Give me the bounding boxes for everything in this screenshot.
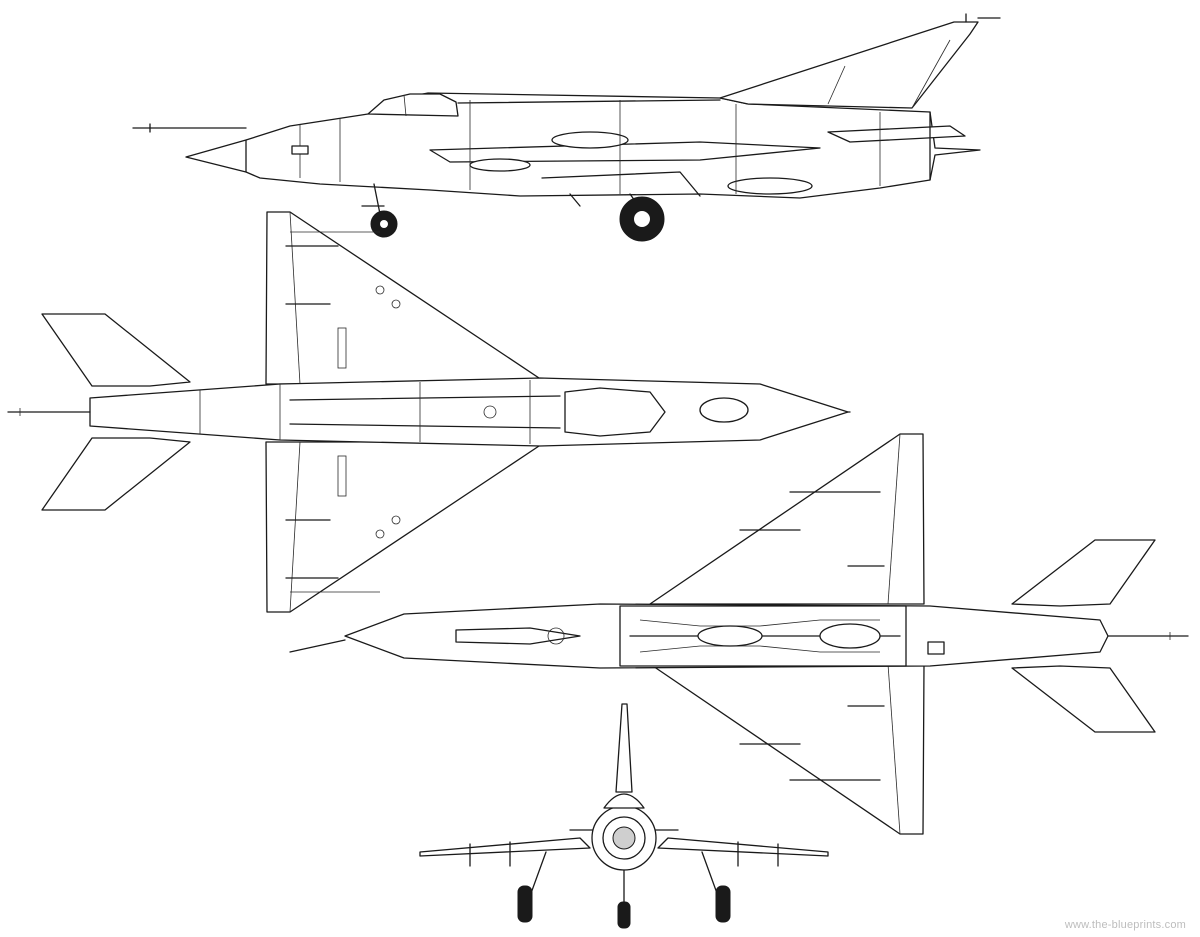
front-view — [419, 703, 829, 929]
top-view — [7, 211, 851, 613]
bottom-view — [289, 433, 1189, 835]
watermark: www.the-blueprints.com — [1064, 919, 1186, 931]
side-view — [132, 13, 1001, 242]
